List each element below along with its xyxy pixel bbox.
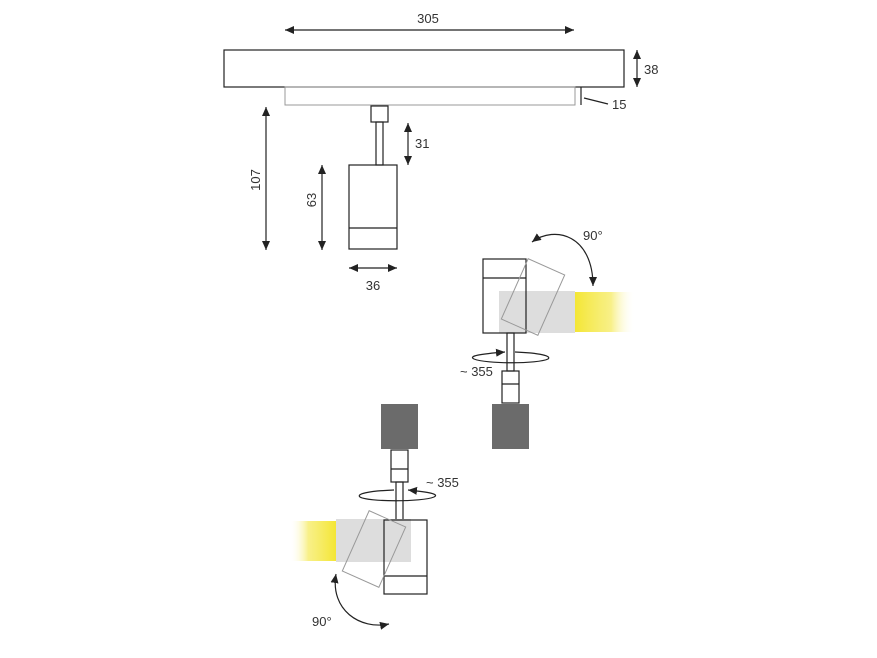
- pan-rotation-arrow: [471, 348, 550, 364]
- rotation-view-upright: ~ 355 90°: [460, 228, 635, 449]
- dim-head-height: 63: [304, 193, 319, 207]
- spotlight-head: [383, 519, 428, 595]
- pan-angle-label: ~ 355: [460, 364, 493, 379]
- rotation-view-inverted: ~ 355 90°: [290, 404, 459, 630]
- tilted-head-ghost: [336, 519, 411, 562]
- light-beam: [575, 292, 635, 332]
- spotlight-head: [482, 258, 527, 334]
- rail-mounting-plate: [284, 86, 576, 106]
- track-rail: [223, 49, 625, 88]
- track-adapter: [492, 404, 529, 449]
- dim-rail-length: 305: [417, 11, 439, 26]
- tilt-angle-label: 90°: [312, 614, 332, 629]
- adapter-coupling: [390, 449, 409, 483]
- tilted-head-ghost: [499, 291, 575, 333]
- light-beam: [290, 521, 336, 561]
- dim-mount-height: 15: [612, 97, 626, 112]
- adapter-block: [370, 105, 389, 123]
- front-view: 305 38 15 107 31 63 36: [223, 11, 658, 293]
- dim-head-width: 36: [366, 278, 380, 293]
- dim-rail-height: 38: [644, 62, 658, 77]
- dim-leader-mount: [583, 97, 609, 105]
- spotlight-head: [348, 164, 398, 250]
- stem: [506, 332, 515, 372]
- tilt-rotation-arrow: [330, 573, 390, 630]
- dim-stem-length: 31: [415, 136, 429, 151]
- tilt-angle-label: 90°: [583, 228, 603, 243]
- pan-rotation-arrow: [358, 486, 437, 502]
- pan-angle-label: ~ 355: [426, 475, 459, 490]
- adapter-coupling: [501, 370, 520, 404]
- stem: [375, 121, 384, 166]
- track-adapter: [381, 404, 418, 449]
- dim-overall-height: 107: [248, 169, 263, 191]
- tilt-rotation-arrow: [531, 233, 597, 287]
